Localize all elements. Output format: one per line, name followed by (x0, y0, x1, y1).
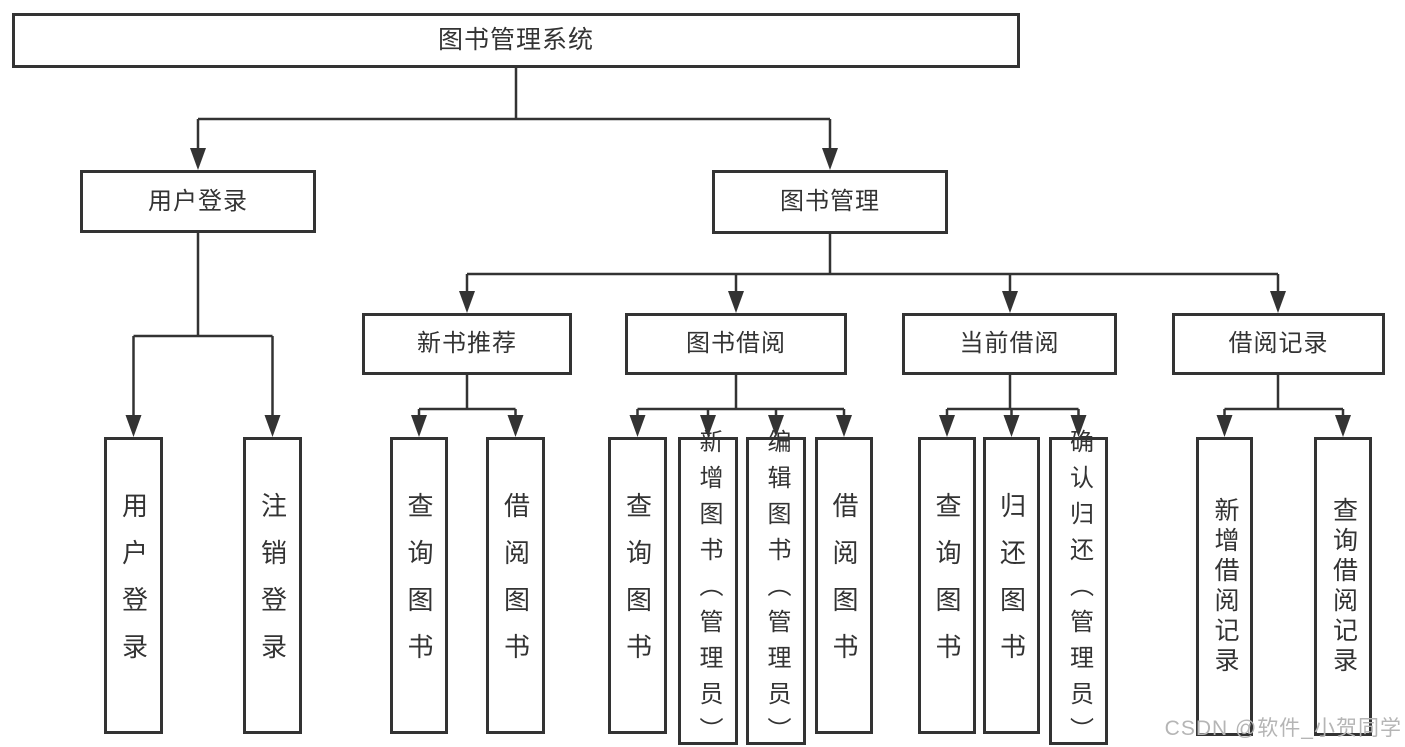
leaf-edit-book-admin-label: 编辑图书（管理员） (763, 429, 790, 747)
leaf-user-login-label: 用户登录 (118, 491, 149, 680)
csdn-watermark: CSDN @软件_小贺同学 (1164, 717, 1402, 740)
leaf-confirm-return-admin: 确认归还（管理员） (1049, 429, 1108, 747)
node-library-system: 图书管理系统 (12, 13, 1020, 68)
leaf-return-books: 归还图书 (983, 437, 1040, 734)
leaf-query-books-borrowing: 查询图书 (608, 437, 667, 734)
node-new-book-recommend: 新书推荐 (362, 313, 572, 375)
node-user-login-label: 用户登录 (148, 187, 248, 215)
node-user-login: 用户登录 (80, 170, 316, 233)
node-current-borrowing-label: 当前借阅 (959, 330, 1060, 357)
leaf-add-book-admin-label: 新增图书（管理员） (695, 429, 722, 747)
leaf-add-borrow-record-label: 新增借阅记录 (1211, 496, 1239, 677)
leaf-query-borrow-record-label: 查询借阅记录 (1329, 496, 1358, 677)
leaf-logout: 注销登录 (243, 437, 302, 734)
leaf-logout-label: 注销登录 (257, 491, 288, 680)
arrowheads (125, 148, 1351, 437)
node-book-borrowing-label: 图书借阅 (686, 330, 786, 357)
node-current-borrowing: 当前借阅 (902, 313, 1117, 375)
node-borrow-records: 借阅记录 (1172, 313, 1385, 375)
node-borrow-records-label: 借阅记录 (1228, 330, 1329, 357)
node-new-book-recommend-label: 新书推荐 (417, 330, 517, 357)
leaf-query-books-current: 查询图书 (918, 437, 976, 734)
leaf-query-books-recommend: 查询图书 (390, 437, 448, 734)
leaf-return-books-label: 归还图书 (996, 491, 1027, 680)
node-library-system-label: 图书管理系统 (437, 26, 594, 54)
leaf-edit-book-admin: 编辑图书（管理员） (746, 429, 806, 747)
leaf-user-login: 用户登录 (104, 437, 163, 734)
leaf-add-book-admin: 新增图书（管理员） (678, 429, 738, 747)
leaf-confirm-return-admin-label: 确认归还（管理员） (1065, 429, 1093, 747)
node-book-borrowing: 图书借阅 (625, 313, 847, 375)
leaf-borrow-books-borrowing: 借阅图书 (815, 437, 873, 734)
leaf-borrow-books-recommend: 借阅图书 (486, 437, 545, 734)
leaf-add-borrow-record: 新增借阅记录 (1196, 437, 1253, 736)
leaf-query-books-current-label: 查询图书 (932, 491, 962, 680)
leaf-borrow-books-borrowing-label: 借阅图书 (829, 491, 859, 680)
leaf-borrow-books-recommend-label: 借阅图书 (500, 491, 531, 680)
leaf-query-books-recommend-label: 查询图书 (404, 491, 434, 680)
node-book-management-label: 图书管理 (780, 188, 880, 215)
leaf-query-books-borrowing-label: 查询图书 (622, 491, 653, 680)
leaf-query-borrow-record: 查询借阅记录 (1314, 437, 1372, 736)
node-book-management: 图书管理 (712, 170, 948, 234)
